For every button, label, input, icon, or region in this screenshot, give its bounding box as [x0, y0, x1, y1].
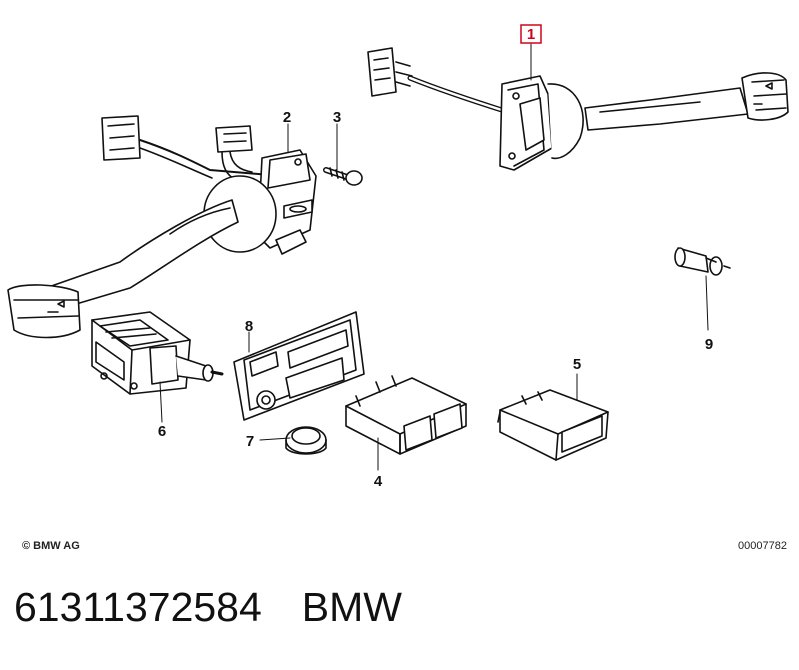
part-4-double-switch: [345, 375, 467, 455]
copyright-notice: © BMW AG: [22, 540, 80, 552]
part-8-panel: [233, 311, 365, 421]
callout-1[interactable]: 1: [527, 26, 535, 43]
footer-caption: 61311372584 BMW: [14, 584, 402, 631]
callout-2[interactable]: 2: [283, 109, 291, 126]
callout-6[interactable]: 6: [158, 423, 166, 440]
callout-7[interactable]: 7: [246, 433, 254, 450]
part-1-wiper-switch: [367, 47, 789, 171]
part-number: 61311372584: [14, 584, 262, 630]
part-5-single-switch: [497, 389, 609, 461]
callout-5[interactable]: 5: [573, 356, 581, 373]
part-3-screw: [323, 167, 363, 186]
part-6-switch: [91, 311, 224, 395]
part-2-turn-signal-switch: [7, 115, 317, 339]
callout-1-highlight-box: [520, 24, 542, 44]
leader-lines: [159, 43, 709, 471]
part-9-bulb-socket: [674, 247, 731, 276]
callout-3[interactable]: 3: [333, 109, 341, 126]
brand-name: BMW: [301, 584, 402, 630]
callout-8[interactable]: 8: [245, 318, 253, 335]
callout-9[interactable]: 9: [705, 336, 713, 353]
diagram-id: 00007782: [738, 540, 787, 552]
parts-diagram: 1 2 3 4 5 6 7 8 9: [7, 24, 789, 490]
part-7-knob: [285, 426, 327, 455]
callout-4[interactable]: 4: [374, 473, 383, 490]
